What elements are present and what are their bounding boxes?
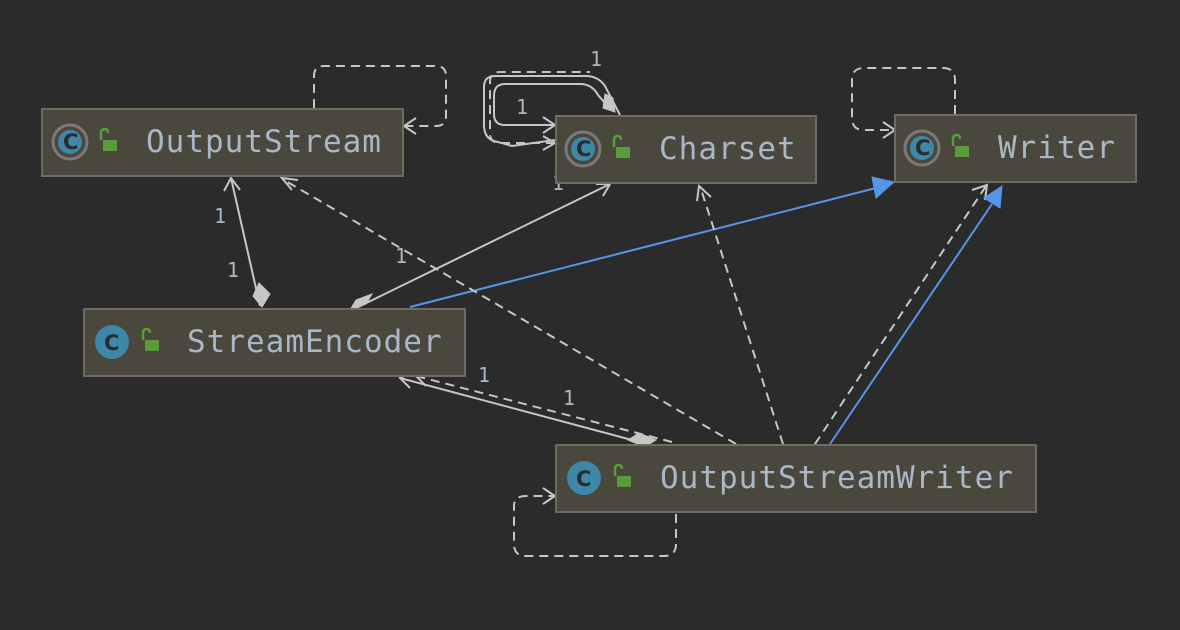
- unlocked-public-icon: [612, 134, 630, 158]
- osw-self-dependency-edge: [513, 495, 677, 557]
- writer-self-dependency-edge: [851, 67, 956, 131]
- outputstreamwriter-label: OutputStreamWriter: [660, 460, 1014, 496]
- writer-label: Writer: [998, 130, 1116, 166]
- encoder-to-charset-diamond: [348, 293, 374, 311]
- encoder-to-outputstream-edge: [230, 177, 261, 307]
- abstract-class-ring-icon: [564, 130, 602, 168]
- class-c-letter: C: [63, 130, 78, 154]
- osw-extends-writer-edge: [829, 203, 993, 445]
- outputstream-label: OutputStream: [146, 124, 382, 160]
- charset-self-outer-multiplicity: 1: [590, 47, 602, 71]
- streamencoder-label: StreamEncoder: [187, 324, 443, 360]
- charset-label: Charset: [659, 131, 797, 167]
- writer-depends-outputstream-arrowhead: [279, 176, 299, 191]
- encoder-charset-far-multiplicity: 1: [395, 244, 407, 268]
- node-outputstream[interactable]: C OutputStream: [41, 108, 404, 177]
- osw-extends-writer-arrowhead: [983, 185, 1003, 209]
- node-writer[interactable]: C Writer: [894, 114, 1137, 183]
- outputstream-self-dependency-edge: [313, 65, 447, 127]
- charset-self-outer-edge: [483, 75, 621, 148]
- charset-self-diamond: [602, 93, 616, 113]
- osw-depends-writer-edge: [814, 185, 987, 445]
- node-streamencoder[interactable]: C StreamEncoder: [83, 308, 466, 377]
- charset-self-inner-multiplicity: 1: [516, 95, 528, 119]
- class-c-letter: C: [104, 331, 119, 355]
- node-outputstreamwriter[interactable]: C OutputStreamWriter: [555, 444, 1037, 513]
- class-c-icon: [910, 136, 934, 160]
- class-c-letter: C: [576, 467, 591, 491]
- osw-depends-writer-arrowhead: [971, 183, 989, 201]
- writer-encoder-far-multiplicity: 1: [563, 386, 575, 410]
- unlocked-public-icon: [141, 327, 159, 351]
- writer-depends-charset-arrowhead: [696, 183, 712, 202]
- writer-encoder-near-multiplicity: 1: [478, 363, 490, 387]
- unlocked-public-icon: [951, 133, 969, 157]
- charset-self-dashed-edge: [489, 71, 590, 144]
- class-c-icon: [567, 461, 601, 495]
- unlocked-public-icon: [99, 127, 117, 151]
- charset-self-inner-edge: [493, 83, 606, 126]
- osw-depends-encoder-edge: [415, 375, 673, 443]
- edges-layer: [223, 65, 1003, 557]
- outputstreamwriter-box: [555, 444, 1037, 513]
- class-c-icon: [95, 325, 129, 359]
- class-c-letter: C: [915, 136, 930, 160]
- node-charset[interactable]: C Charset: [555, 115, 817, 184]
- class-c-icon: [58, 130, 82, 154]
- writer-depends-outputstream-edge: [283, 179, 737, 445]
- writer-box: [894, 114, 1137, 183]
- encoder-to-outputstream-arrowhead: [223, 176, 241, 192]
- multiplicity-labels: 1 1 1 1 1 1 1 1: [214, 47, 602, 410]
- encoder-to-outputstream-diamond: [252, 282, 271, 308]
- outputstream-box: [41, 108, 404, 177]
- encoder-to-charset-edge: [353, 183, 611, 310]
- class-c-letter: C: [576, 137, 591, 161]
- abstract-class-ring-icon: [903, 129, 941, 167]
- abstract-class-ring-icon: [51, 123, 89, 161]
- writer-depends-charset-edge: [699, 185, 784, 445]
- unlocked-public-icon: [613, 463, 631, 487]
- class-c-icon: [571, 137, 595, 161]
- osw-to-encoder-edge: [399, 377, 633, 441]
- encoder-extends-writer-arrowhead: [871, 176, 896, 199]
- encoder-outputstream-near-multiplicity: 1: [214, 204, 226, 228]
- encoder-outputstream-far-multiplicity: 1: [227, 258, 239, 282]
- encoder-extends-writer-edge: [409, 187, 877, 308]
